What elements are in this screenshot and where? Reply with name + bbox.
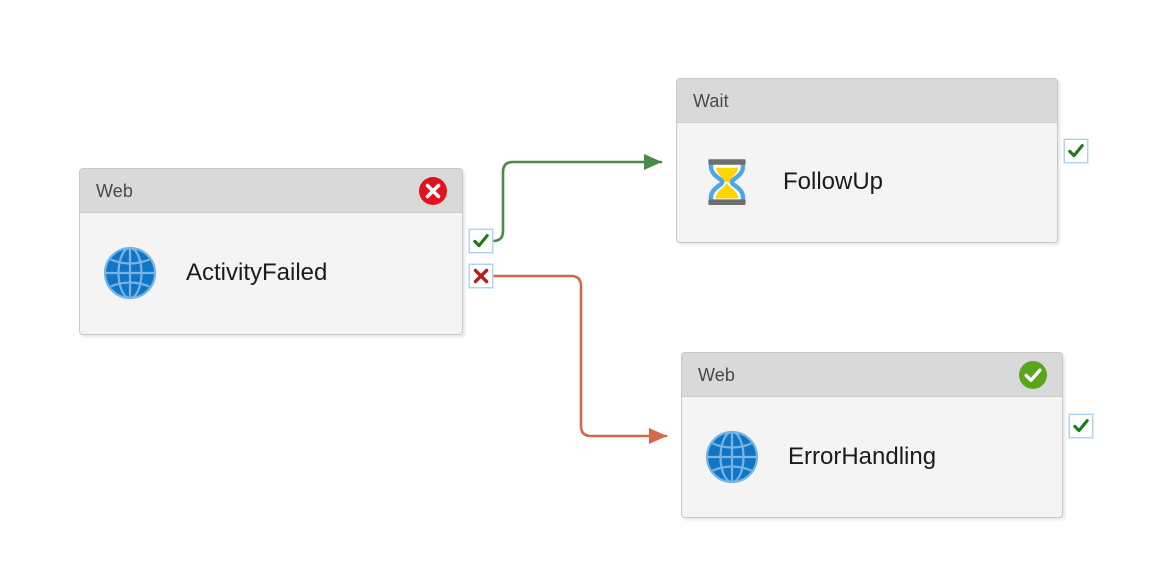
node-body-error-handling: ErrorHandling: [682, 397, 1062, 516]
node-label-error-handling: ErrorHandling: [788, 442, 937, 470]
port-badge-success-error-handling[interactable]: [1069, 414, 1093, 438]
globe-icon: [704, 429, 760, 485]
success-circle-icon[interactable]: [1018, 360, 1048, 390]
node-follow-up[interactable]: Wait FollowUp: [676, 78, 1058, 243]
node-body-activity-failed: ActivityFailed: [80, 213, 462, 333]
check-mark-icon: [1073, 419, 1089, 433]
node-error-handling[interactable]: Web: [681, 352, 1063, 518]
check-mark-icon: [1068, 144, 1084, 158]
node-header-title: Web: [698, 364, 735, 385]
node-header-error-handling: Web: [682, 353, 1062, 397]
globe-icon: [102, 245, 158, 301]
port-badge-success-follow-up[interactable]: [1064, 139, 1088, 163]
node-header-title: Wait: [693, 90, 729, 111]
error-circle-icon[interactable]: [418, 176, 448, 206]
node-label-activity-failed: ActivityFailed: [186, 259, 328, 286]
connector-success-path: [491, 153, 663, 243]
hourglass-icon: [699, 154, 755, 210]
port-badge-success-activity-failed[interactable]: [469, 229, 493, 253]
node-label-follow-up: FollowUp: [783, 168, 884, 195]
cross-mark-icon: [473, 268, 489, 284]
node-header-activity-failed: Web: [80, 169, 462, 213]
node-header-follow-up: Wait: [677, 79, 1057, 123]
node-header-title: Web: [96, 180, 133, 201]
port-badge-error-activity-failed[interactable]: [469, 264, 493, 288]
connector-error-path: [491, 274, 668, 445]
node-activity-failed[interactable]: Web: [79, 168, 463, 335]
check-mark-icon: [473, 234, 489, 248]
node-body-follow-up: FollowUp: [677, 123, 1057, 241]
